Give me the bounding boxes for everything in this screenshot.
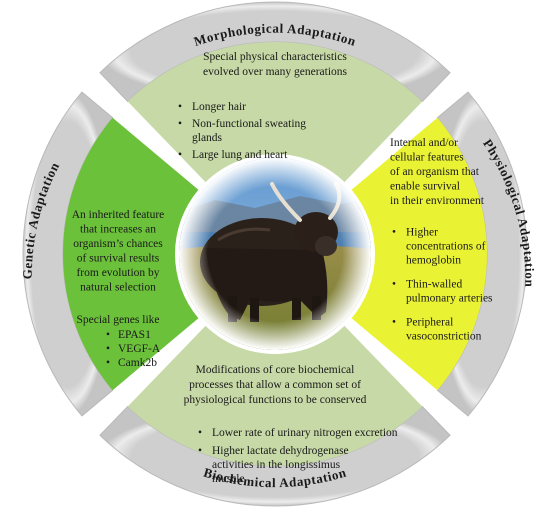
biochemical-item-line: activities in the longissimus <box>212 459 341 471</box>
morphological-description-line: Special physical characteristics <box>203 51 347 63</box>
physiological-description-line: cellular features <box>390 152 464 164</box>
outer-ring <box>22 1 528 507</box>
physiological-item-line: concentrations of <box>406 241 486 253</box>
gene-name: VEGF-A <box>118 343 161 355</box>
morphological-item-line: Large lung and heart <box>192 149 288 161</box>
physiological-item-line: hemoglobin <box>406 255 461 267</box>
physiological-description-line: of an organism that <box>390 166 480 178</box>
gene-name: EPAS1 <box>118 329 151 341</box>
genetic-content: An inherited feature that increases an org… <box>72 209 165 369</box>
gene-name: Camk2b <box>118 357 157 369</box>
morphological-item-line: Non-functional sweating <box>192 118 306 130</box>
bullet-dot: • <box>106 329 110 341</box>
genetic-description-line: from evolution by <box>76 267 159 279</box>
bullet-dot: • <box>198 445 202 457</box>
bullet-dot: • <box>178 149 182 161</box>
bullet-dot: • <box>392 279 396 291</box>
biochemical-content: Modifications of core biochemical process… <box>184 364 398 485</box>
genetic-description-line: An inherited feature <box>72 209 165 221</box>
physiological-description-line: Internal and/or <box>390 137 458 149</box>
biochemical-description-line: Modifications of core biochemical <box>196 364 355 376</box>
bullet-dot: • <box>106 357 110 369</box>
physiological-item-line: Thin-walled <box>406 279 462 291</box>
bullet-dot: • <box>392 227 396 239</box>
morphological-content: Special physical characteristics evolved … <box>178 51 348 161</box>
morphological-description-line: evolved over many generations <box>203 66 348 78</box>
genetic-description-line: organism’s chances <box>73 238 163 250</box>
bullet-dot: • <box>106 343 110 355</box>
genetic-description-line: natural selection <box>80 282 156 294</box>
physiological-description-line: enable survival <box>390 181 460 193</box>
physiological-content: Internal and/or cellular features of an or… <box>390 137 493 343</box>
biochemical-item-line: muscle <box>212 473 245 485</box>
bullet-dot: • <box>178 101 182 113</box>
biochemical-description-line: physiological functions to be conserved <box>184 394 367 406</box>
physiological-sector <box>351 117 487 391</box>
physiological-description-line: in their environment <box>390 195 485 207</box>
biochemical-item-line: Higher lactate dehydrogenase <box>212 445 349 457</box>
morphological-sector <box>127 41 423 183</box>
photo-vignette <box>179 158 371 350</box>
bullet-dot: • <box>392 317 396 329</box>
genetic-description-line: that increases an <box>80 224 156 236</box>
bullet-dot: • <box>178 118 182 130</box>
genetic-genes-label: Special genes like <box>76 314 159 326</box>
physiological-item-line: vasoconstriction <box>406 331 482 343</box>
biochemical-sector <box>127 325 423 467</box>
biochemical-description-line: processes that allow a common set of <box>189 379 361 391</box>
sectors <box>63 41 487 467</box>
bullet-dot: • <box>198 427 202 439</box>
genetic-sector <box>63 117 199 391</box>
physiological-item-line: pulmonary arteries <box>406 293 493 305</box>
genetic-description-line: of survival results <box>77 253 160 265</box>
biochemical-item-line: Lower rate of urinary nitrogen excretion <box>212 427 398 439</box>
physiological-item-line: Peripheral <box>406 317 453 329</box>
morphological-item-line: glands <box>192 132 223 144</box>
physiological-item-line: Higher <box>406 227 438 239</box>
morphological-item-line: Longer hair <box>192 101 246 113</box>
